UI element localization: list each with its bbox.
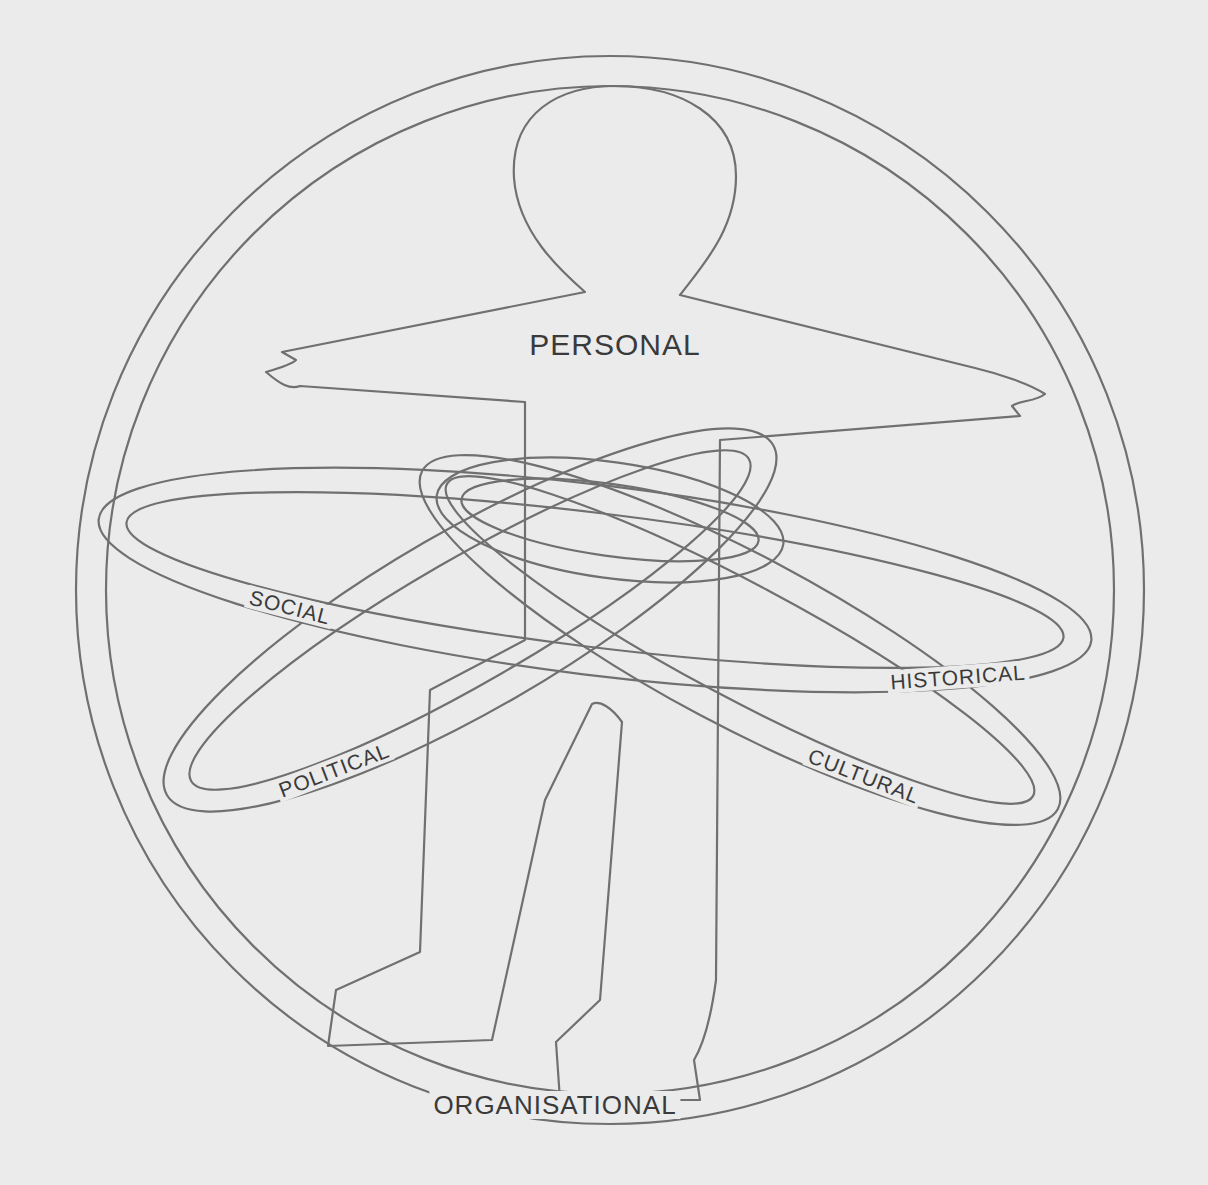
hoop-edge: [122, 367, 818, 873]
hoop-label: CULTURAL: [802, 742, 925, 808]
hoop-edge: [87, 425, 1103, 735]
hoop-edge: [456, 463, 763, 576]
hoop-edge: [382, 396, 1098, 884]
person-label: PERSONAL: [525, 329, 704, 361]
hoop-edge: [420, 434, 1060, 846]
organisational-ring: ORGANISATIONAL PERSONAL: [75, 55, 1145, 1125]
ring-label: ORGANISATIONAL: [429, 1091, 680, 1119]
organisational-ring-outline: [75, 55, 1145, 1125]
hoop-label: SOCIAL: [244, 585, 336, 629]
hoop-edge: [429, 438, 792, 602]
hoop-edge: [160, 405, 780, 834]
ring-edge: [106, 86, 1114, 1094]
ring-edge: [76, 56, 1144, 1124]
hoop-edge: [118, 456, 1071, 704]
person-figure: PERSONAL: [260, 80, 1050, 1110]
person-figure-outline: [260, 80, 1050, 1110]
hoop-label: POLITICAL: [273, 738, 395, 803]
body-outline: [266, 86, 1045, 1100]
